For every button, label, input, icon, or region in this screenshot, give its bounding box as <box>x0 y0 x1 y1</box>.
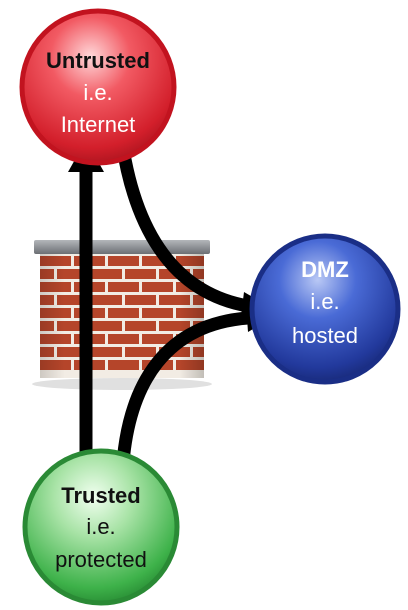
dmz-line1: i.e. <box>310 289 339 314</box>
dmz-title: DMZ <box>301 257 349 282</box>
dmz-circle <box>249 233 401 385</box>
dmz-zone-node: DMZ i.e. hosted <box>249 233 401 385</box>
trusted-title: Trusted <box>61 483 140 508</box>
trusted-line2: protected <box>55 547 147 572</box>
arrow-trusted-to-dmz <box>115 311 249 479</box>
untrusted-line2: Internet <box>61 112 136 137</box>
arrow-untrusted-to-dmz <box>115 141 250 313</box>
wall-cap <box>34 240 210 254</box>
untrusted-circle <box>19 8 177 166</box>
brick-wall-icon <box>32 240 212 390</box>
untrusted-line1: i.e. <box>83 80 112 105</box>
trusted-line1: i.e. <box>86 514 115 539</box>
trusted-zone-node: Trusted i.e. protected <box>22 448 180 606</box>
untrusted-zone-node: Untrusted i.e. Internet <box>19 8 177 166</box>
untrusted-title: Untrusted <box>46 48 150 73</box>
dmz-line2: hosted <box>292 323 358 348</box>
trusted-circle <box>22 448 180 606</box>
wall-shadow <box>32 378 212 390</box>
